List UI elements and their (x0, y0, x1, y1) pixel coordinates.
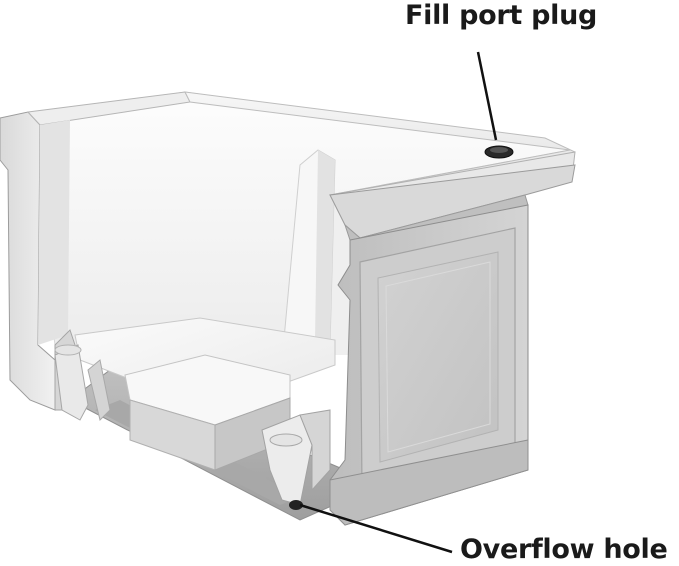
false-bottom-platform (54, 317, 336, 506)
wicking-column (282, 149, 336, 361)
fill-port-plug (484, 145, 514, 159)
overflow-hole-label: Overflow hole (460, 534, 668, 565)
fill-port-leader-line (476, 51, 498, 141)
overflow-hole (289, 500, 303, 510)
overflow-leader-line (299, 503, 453, 554)
front-exterior-panel (329, 164, 576, 526)
callout-leaders (299, 51, 498, 554)
fill-port-plug-label: Fill port plug (405, 0, 598, 31)
